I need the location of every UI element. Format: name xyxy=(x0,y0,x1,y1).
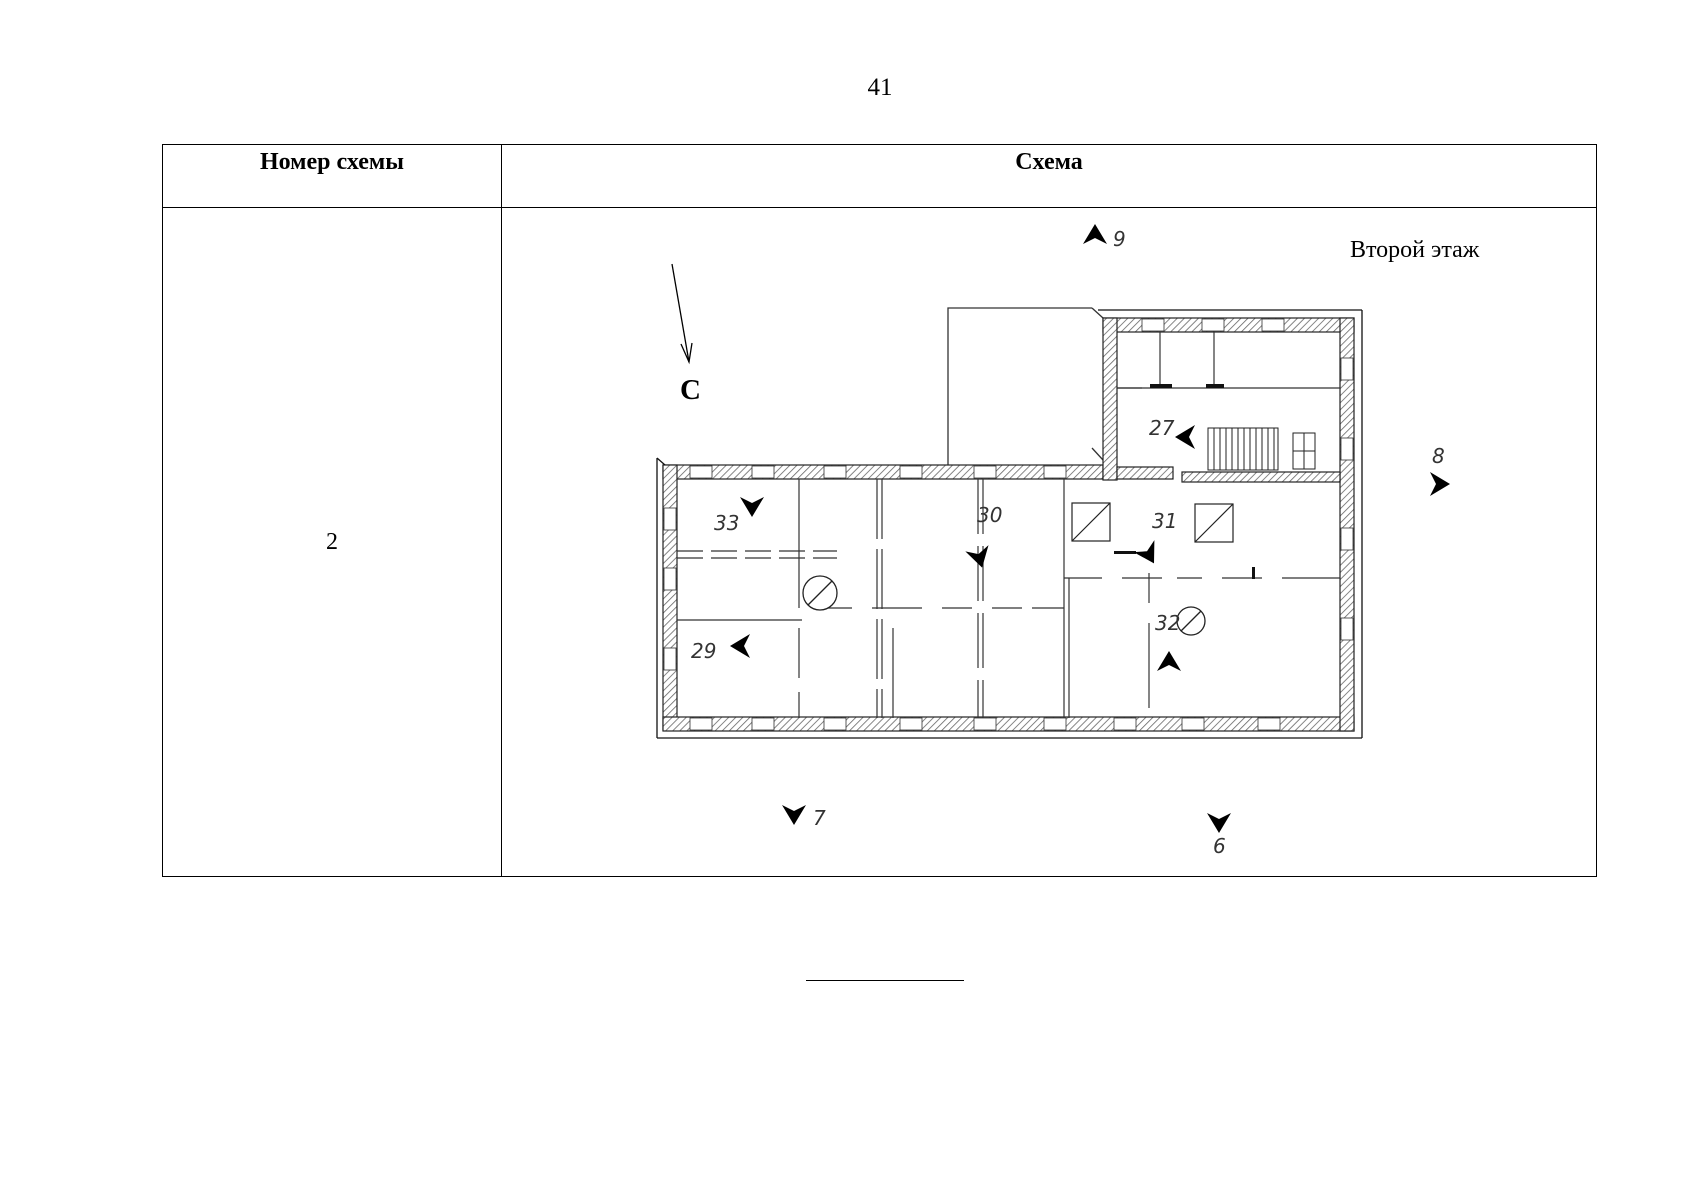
view-arrow-icon xyxy=(1207,813,1231,833)
view-label-6: 6 xyxy=(1213,834,1226,858)
view-arrow-icon xyxy=(782,805,806,825)
footer-rule xyxy=(806,980,964,981)
scheme-table: Номер схемы Схема 2 Второй этаж xyxy=(162,144,1597,877)
staircase xyxy=(1207,427,1316,471)
window-openings xyxy=(663,318,1354,731)
view-arrow-icon xyxy=(1083,224,1107,244)
north-label: С xyxy=(680,374,701,406)
header-scheme: Схема xyxy=(501,144,1597,208)
view-arrow-icon xyxy=(1175,425,1195,449)
floor-label: Второй этаж xyxy=(1350,237,1480,263)
column-symbols xyxy=(802,575,1206,636)
interior-partitions xyxy=(677,332,1340,718)
view-arrow-icon xyxy=(740,497,764,517)
view-arrow-icon xyxy=(1157,651,1181,671)
scheme-number-cell: 2 xyxy=(162,207,502,877)
ventilation-shafts xyxy=(1071,502,1234,543)
view-arrow-icon xyxy=(965,545,989,568)
scheme-cell: Второй этаж С xyxy=(501,207,1597,877)
north-arrow-icon xyxy=(671,263,693,365)
room-label-27: 27 xyxy=(1149,416,1175,440)
view-arrow-icon xyxy=(730,634,750,658)
room-label-30: 30 xyxy=(977,503,1002,527)
room-label-31: 31 xyxy=(1152,509,1177,533)
view-label-9: 9 xyxy=(1113,227,1126,251)
view-arrow-icon xyxy=(1430,472,1450,496)
door-swings xyxy=(1114,384,1255,579)
room-label-32: 32 xyxy=(1155,611,1180,635)
table-row: 2 Второй этаж С xyxy=(162,207,1597,877)
room-label-29: 29 xyxy=(691,639,716,663)
view-arrow-icon xyxy=(1133,540,1155,564)
view-label-7: 7 xyxy=(813,806,826,830)
annex-outline xyxy=(947,307,1104,465)
view-label-8: 8 xyxy=(1432,444,1445,468)
table-header-row: Номер схемы Схема xyxy=(162,144,1597,208)
page-number: 41 xyxy=(867,74,893,101)
building-walls xyxy=(662,317,1355,732)
header-scheme-number: Номер схемы xyxy=(162,144,502,208)
wall-outer-lines xyxy=(656,309,1363,739)
floor-plan-drawing: Второй этаж С xyxy=(656,224,1480,858)
room-label-33: 33 xyxy=(714,511,739,535)
